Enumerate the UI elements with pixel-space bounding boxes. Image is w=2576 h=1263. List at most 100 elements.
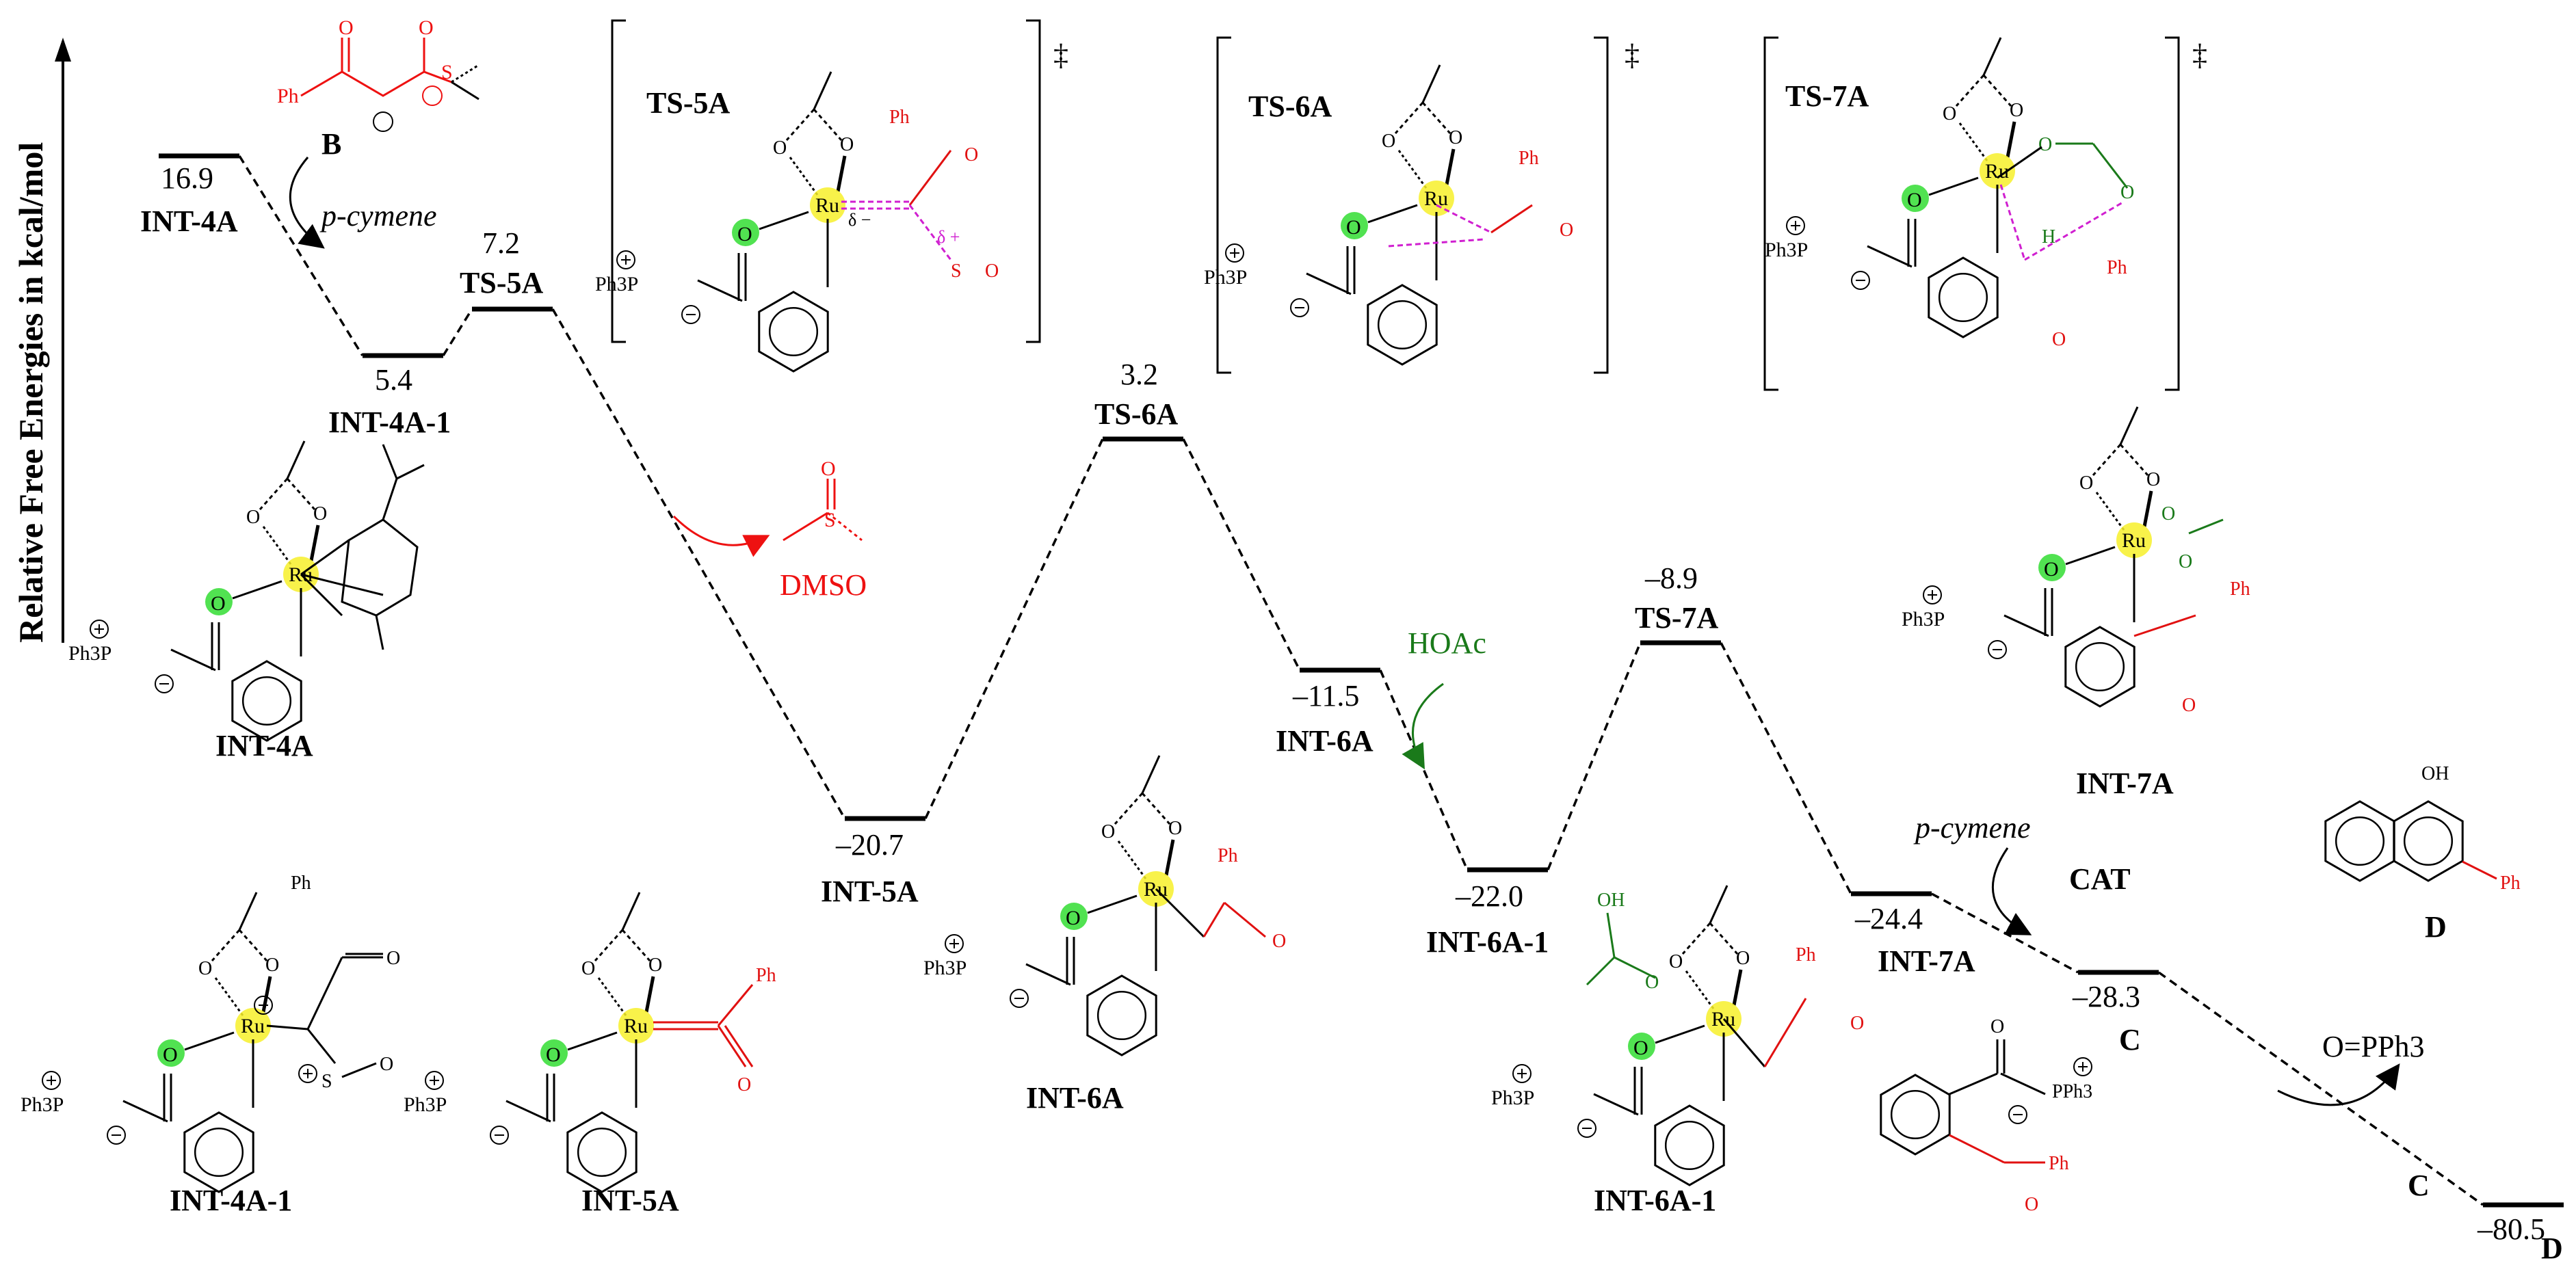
acetic-acid-oxygen: O: [1645, 972, 1659, 993]
level-value-int6a: –11.5: [1292, 679, 1359, 713]
aromatic-circle: [2335, 816, 2385, 866]
acetate-oxygen: O: [1382, 131, 1395, 152]
bond: [1394, 102, 1424, 134]
bond: [1949, 1134, 2005, 1164]
bond: [1436, 204, 1492, 234]
negative-charge: [155, 674, 174, 693]
connector: [238, 155, 364, 356]
bond: [382, 478, 398, 520]
negative-charge: [1010, 989, 1029, 1008]
benzene-ring: [231, 660, 302, 742]
reagent-b-sulfur: S: [441, 61, 453, 83]
phenyl-group: Ph: [291, 873, 311, 894]
carbonyl-oxygen: O: [737, 223, 752, 245]
bond: [1685, 970, 1715, 1009]
bond: [184, 1031, 235, 1051]
bond: [1025, 963, 1071, 986]
bond: [1722, 1018, 1766, 1067]
bond: [908, 204, 952, 261]
ketone-oxygen: O: [1272, 931, 1286, 952]
positive-charge: [1225, 243, 1244, 263]
y-axis-label: Relative Free Energies in kcal/mol: [12, 142, 50, 643]
level-name-ts6a: TS-6A: [1094, 397, 1178, 431]
bond: [1997, 146, 2042, 179]
ketone-oxygen: O: [1560, 220, 1573, 241]
bond: [300, 539, 350, 576]
bond: [1367, 204, 1418, 224]
phenyl-group: Ph: [2049, 1153, 2069, 1174]
ts6a-box-label: TS-6A: [1248, 90, 1332, 123]
acetate-oxygen: O: [1168, 818, 1182, 839]
bond: [836, 155, 847, 192]
acetate-oxygen: O: [2120, 182, 2134, 203]
hydrogen-atom: H: [2042, 226, 2055, 248]
aromatic-circle: [1890, 1089, 1941, 1140]
ruthenium-highlight: [1980, 153, 2015, 189]
level-value-int5a: –20.7: [835, 828, 904, 862]
triphenylphosphonium: Ph3P: [21, 1093, 64, 1116]
bond: [122, 1100, 168, 1123]
aromatic-circle: [1096, 990, 1147, 1041]
benzene-ring: [183, 1111, 254, 1193]
level-name-d: D: [2541, 1232, 2563, 1260]
bond: [286, 440, 306, 479]
bond: [1763, 998, 1807, 1067]
benzene-ring: [566, 1111, 638, 1193]
bond: [2065, 546, 2116, 566]
bond: [1087, 894, 1138, 914]
reagent-annotations: O Ph O S B p-cymene O S DMSO HOAc p-cyme…: [277, 16, 2425, 1106]
level-value-ts5a: 7.2: [482, 226, 520, 260]
bond: [261, 976, 272, 1013]
ruthenium-highlight: [235, 1008, 271, 1043]
bond: [2003, 614, 2049, 637]
ts6a-dagger: ‡: [1625, 38, 1640, 72]
ruthenium-atom: Ru: [624, 1015, 648, 1037]
triphenylphosphonium: Ph3P: [1765, 239, 1808, 261]
bond: [286, 478, 316, 510]
y-axis: Relative Free Energies in kcal/mol: [12, 38, 71, 643]
bond: [759, 211, 809, 230]
level-value-ts7a: –8.9: [1644, 561, 1698, 595]
sulfur-atom: S: [321, 1071, 332, 1092]
acetate-oxygen: O: [1449, 127, 1462, 148]
carbonyl-oxygen-highlight: [1902, 185, 1929, 212]
partial-negative-charge: δ −: [848, 210, 871, 230]
bond: [238, 892, 258, 931]
bond: [1586, 956, 1616, 986]
positive-charge: [1512, 1064, 1532, 1083]
curved-arrow-cat: [1992, 847, 2032, 935]
bond: [908, 150, 952, 206]
bond: [1164, 839, 1175, 876]
bond: [300, 573, 343, 617]
bond: [1224, 901, 1266, 938]
bond: [170, 648, 216, 672]
connector: [924, 438, 1104, 819]
acetate-oxygen: O: [1736, 948, 1750, 969]
acetate-oxygen: O: [581, 958, 595, 979]
acetate-oxygen: O: [2038, 134, 2052, 155]
acetate-oxygen: O: [1943, 103, 1956, 124]
bond: [2462, 860, 2497, 880]
bond: [1388, 238, 1485, 248]
bond: [644, 976, 655, 1013]
acetate-oxygen: O: [2146, 469, 2160, 490]
carbonyl-oxygen: O: [2044, 558, 2059, 581]
structure-labels: INT-4A INT-4A-1 INT-5A INT-6A INT-6A-1 I…: [170, 729, 2447, 1217]
carbonyl-oxygen-highlight: [1341, 212, 1368, 239]
triphenylphosphonium: Ph3P: [1902, 608, 1945, 630]
bond: [2188, 518, 2224, 535]
acetate-oxygen: O: [1101, 821, 1115, 842]
bond: [238, 929, 268, 961]
triphenylphosphonium: Ph3P: [404, 1093, 447, 1116]
ts6a-box: TS-6A ‡: [1216, 36, 1640, 374]
level-name-int4a: INT-4A: [140, 204, 238, 238]
bond: [1490, 204, 1533, 234]
bond: [1114, 793, 1144, 825]
acetate-oxygen: O: [2010, 100, 2023, 121]
carbonyl-oxygen: O: [163, 1043, 178, 1066]
bond: [1202, 902, 1226, 938]
bond: [259, 478, 289, 510]
